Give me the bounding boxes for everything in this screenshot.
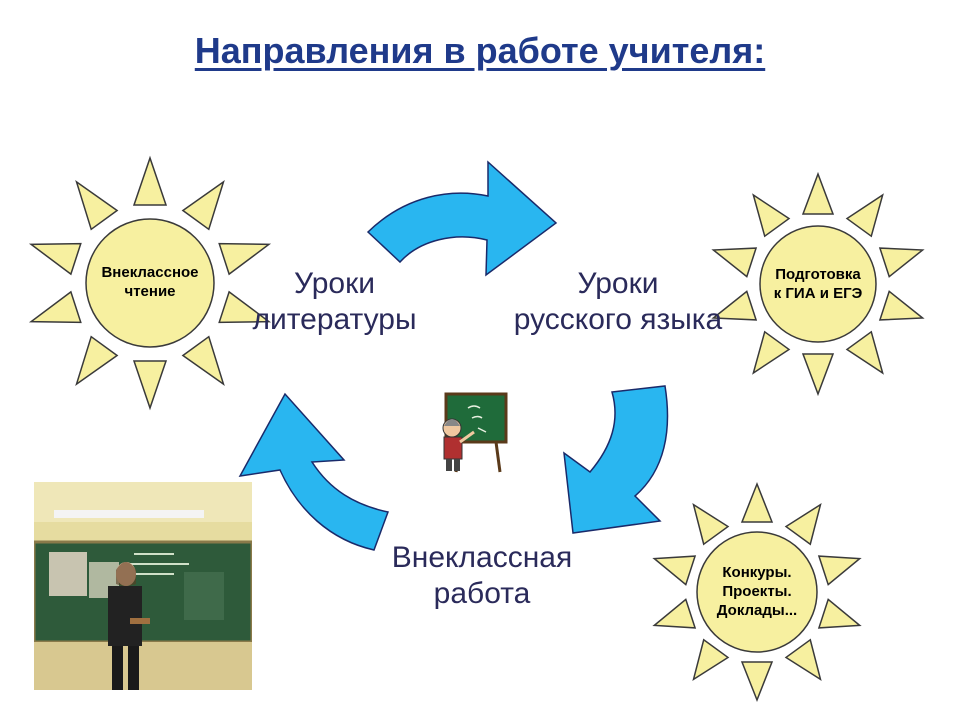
sun-reading-line2: чтение [124, 283, 176, 300]
label-literature-line2: литературы [252, 303, 417, 336]
arrow-left [238, 392, 390, 551]
arrow-right [563, 385, 669, 534]
label-russian: Уроки русского языка [488, 266, 748, 338]
sun-reading-label: Внеклассное чтение [80, 263, 220, 301]
sun-reading-line1: Внеклассное [101, 264, 199, 281]
sun-contests-line3: Доклады... [716, 602, 798, 619]
sun-contests-line1: Конкуры. [722, 564, 792, 581]
sun-exams-label: Подготовка к ГИА и ЕГЭ [748, 265, 888, 303]
label-literature: Уроки литературы [232, 266, 437, 338]
label-russian-line1: Уроки [577, 267, 659, 300]
sun-exams-line2: к ГИА и ЕГЭ [773, 285, 863, 302]
sun-contests-label: Конкуры. Проекты. Доклады... [687, 563, 827, 620]
label-extracurricular: Внеклассная работа [372, 540, 592, 612]
label-extracurricular-line2: работа [433, 577, 531, 610]
label-extracurricular-line1: Внеклассная [391, 541, 573, 574]
sun-exams-line1: Подготовка [775, 266, 861, 283]
sun-reading [28, 155, 272, 411]
teacher-clipart-icon [442, 392, 508, 473]
page-title: Направления в работе учителя: [194, 30, 766, 71]
sun-contests [652, 481, 862, 703]
label-russian-line2: русского языка [513, 303, 723, 336]
classroom-photo [34, 482, 252, 690]
label-literature-line1: Уроки [294, 267, 375, 300]
arrow-top [366, 160, 558, 277]
sun-exams [711, 171, 925, 397]
sun-contests-line2: Проекты. [722, 583, 792, 600]
